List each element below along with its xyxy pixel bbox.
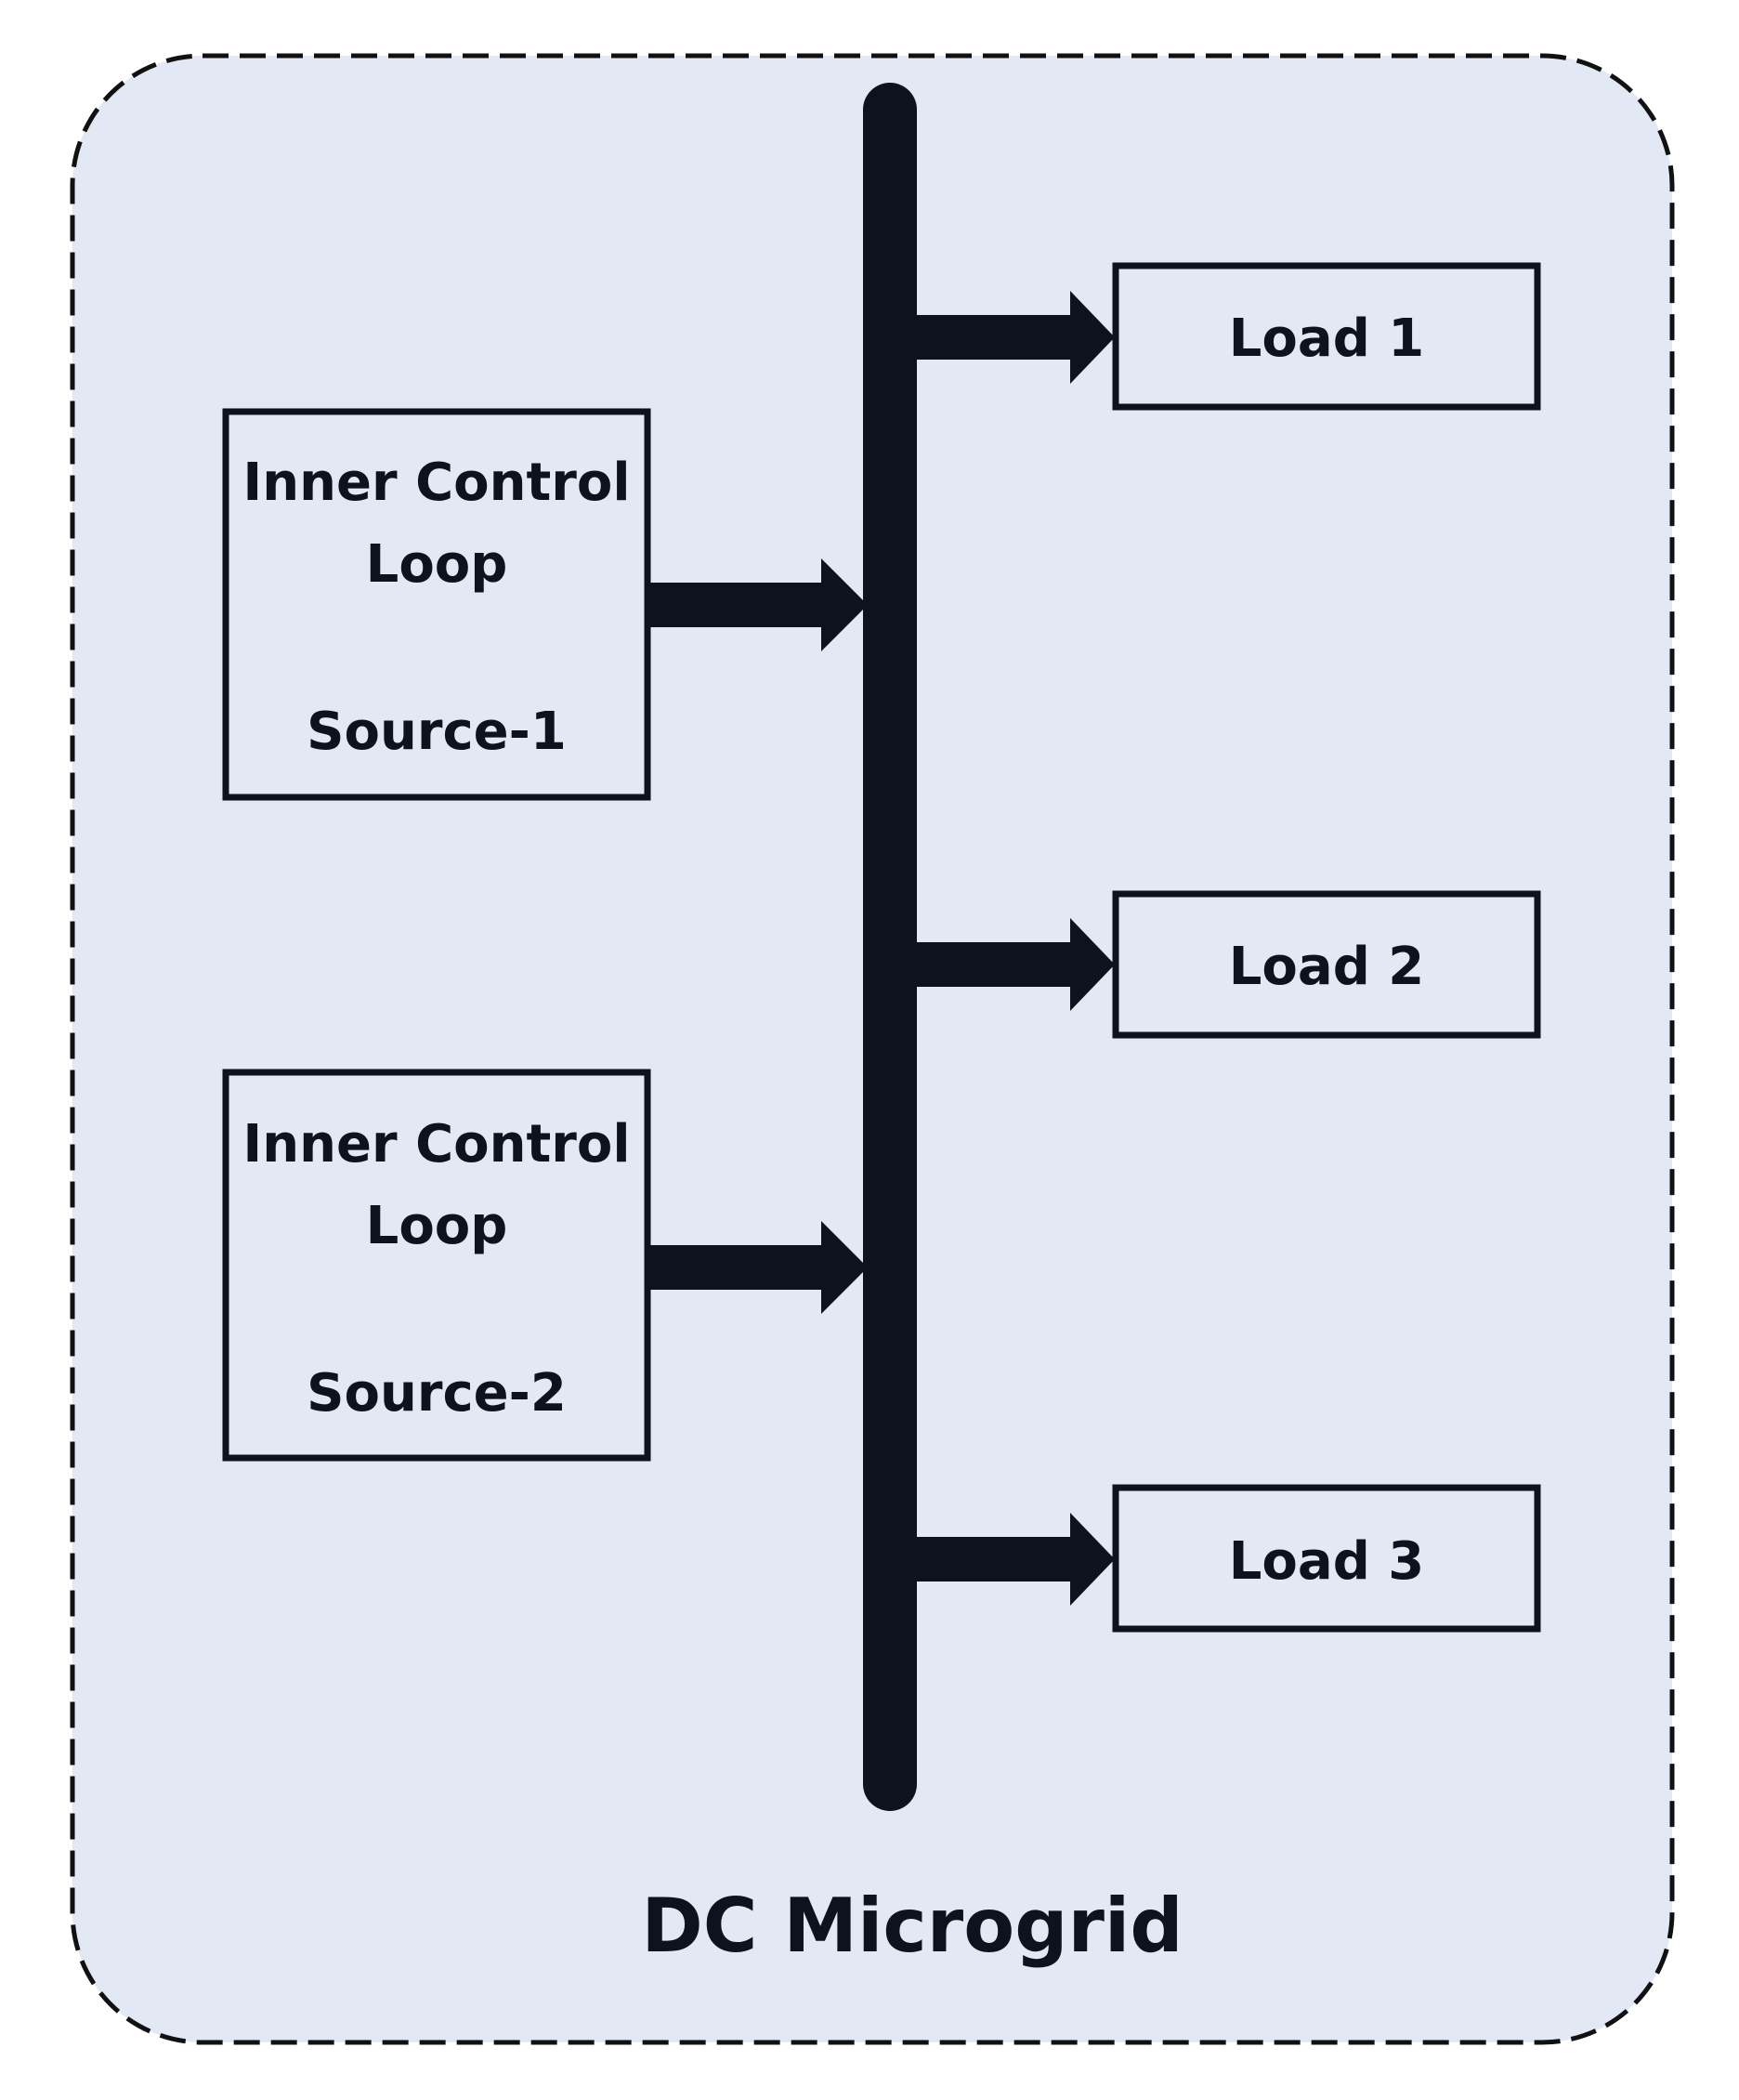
source-2-name: Source-2: [307, 1363, 567, 1424]
source-1-label-line2: Loop: [366, 534, 508, 595]
load-2-arrow: [906, 918, 1115, 1011]
source-1-label-line1: Inner Control: [242, 453, 630, 513]
load-1-label: Load 1: [1229, 308, 1425, 369]
source-2-label-line2: Loop: [366, 1196, 508, 1256]
load-3-arrow: [906, 1513, 1115, 1606]
load-1-block: Load 1: [1112, 262, 1541, 411]
source-1-block: Inner Control Loop Source-1: [222, 408, 651, 801]
load-3-box: [1112, 1484, 1541, 1633]
source-2-block: Inner Control Loop Source-2: [222, 1069, 651, 1462]
load-1-arrow: [906, 291, 1115, 384]
source-1-name: Source-1: [307, 702, 567, 762]
load-3-block: Load 3: [1112, 1484, 1541, 1633]
load-2-label: Load 2: [1229, 937, 1425, 997]
load-1-box: [1112, 262, 1541, 411]
load-2-box: [1112, 890, 1541, 1039]
load-3-label: Load 3: [1229, 1531, 1425, 1592]
source-1-arrow: [647, 558, 868, 651]
load-2-block: Load 2: [1112, 890, 1541, 1039]
diagram-title: DC Microgrid: [641, 1883, 1183, 1969]
source-2-arrow: [647, 1221, 868, 1314]
source-2-label-line1: Inner Control: [242, 1114, 630, 1175]
